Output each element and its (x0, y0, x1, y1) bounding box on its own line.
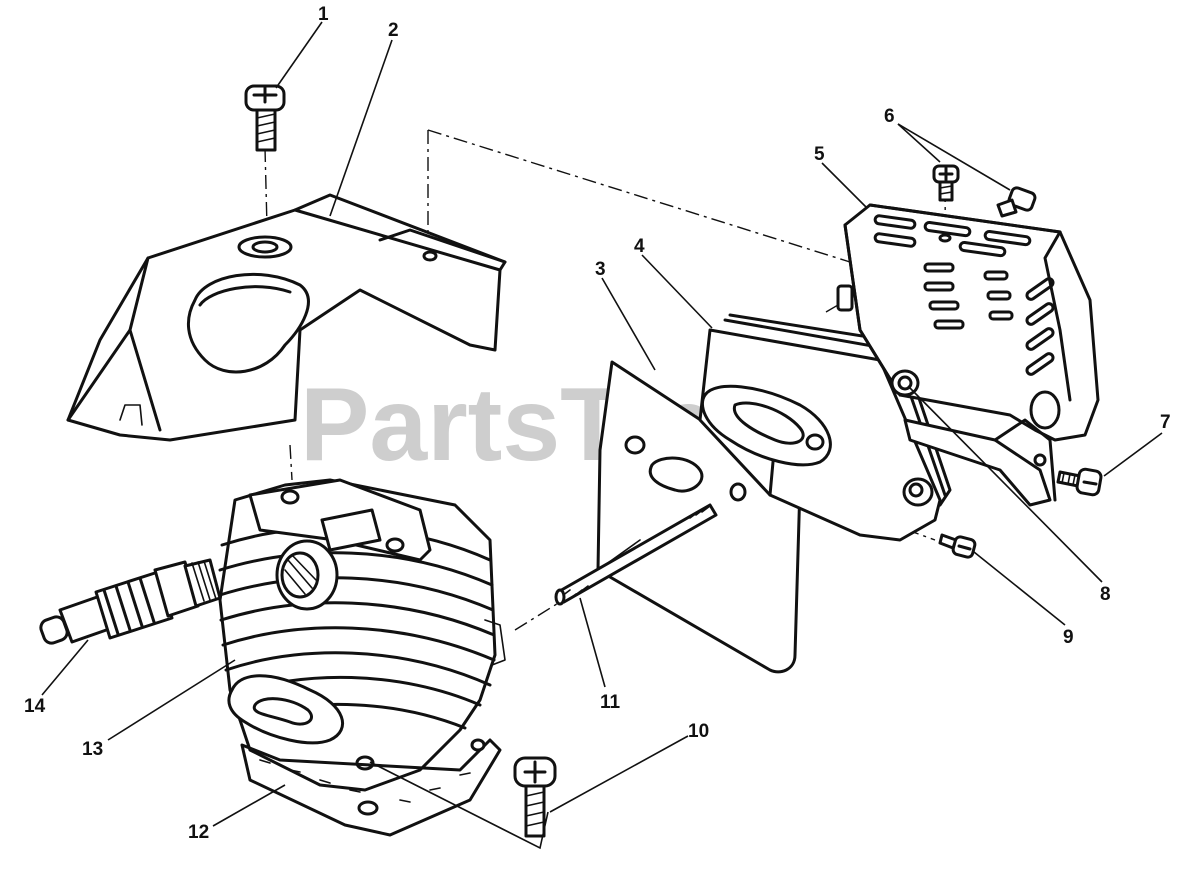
callout-7: 7 (1160, 412, 1171, 433)
screw-pair-icon (932, 164, 1037, 218)
leader-lines (41, 21, 1163, 850)
cylinder-icon (218, 478, 506, 792)
spark-plug-icon (39, 558, 222, 645)
callout-1: 1 (318, 4, 329, 25)
callout-13: 13 (82, 739, 103, 760)
callout-4: 4 (634, 236, 645, 257)
callout-labels: 1 2 3 4 5 6 7 8 9 10 11 12 13 14 (24, 4, 1171, 843)
stud-icon (554, 503, 718, 606)
cover-slots (873, 214, 1055, 376)
callout-10: 10 (688, 721, 709, 742)
gasket-icon (240, 738, 502, 837)
cylinder-shroud-icon (66, 193, 507, 442)
screw-icon (513, 756, 557, 838)
callout-8: 8 (1100, 584, 1111, 605)
callout-11: 11 (600, 692, 621, 713)
callout-14: 14 (24, 696, 46, 717)
callout-9: 9 (1063, 627, 1074, 648)
callout-3: 3 (595, 259, 606, 280)
screw-icon (244, 84, 286, 152)
screw-icon (1056, 467, 1103, 497)
callout-6: 6 (884, 106, 895, 127)
screw-icon (938, 533, 977, 559)
callout-5: 5 (814, 144, 825, 165)
callout-12: 12 (188, 822, 209, 843)
callout-2: 2 (388, 20, 399, 41)
